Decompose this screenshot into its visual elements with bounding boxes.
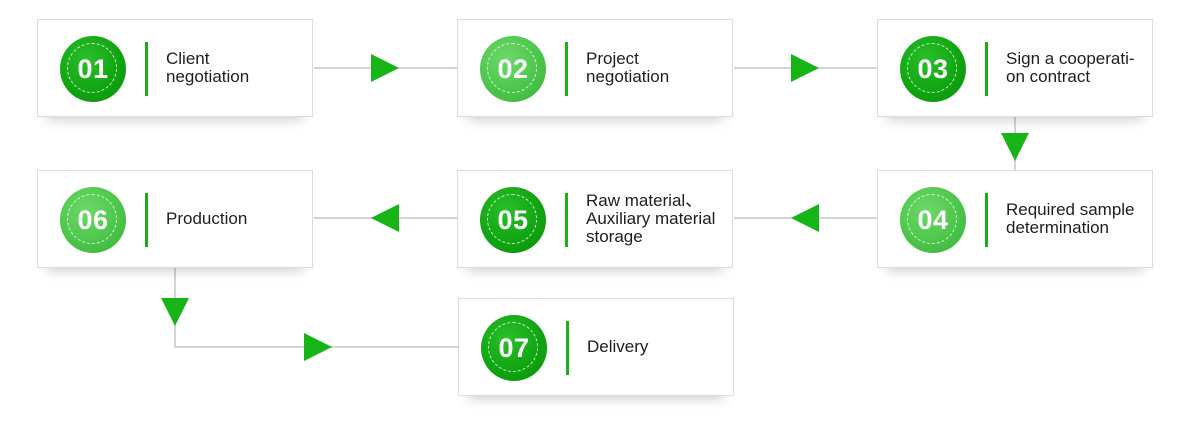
arrow-left-icon xyxy=(791,204,819,232)
step-number-badge: 04 xyxy=(900,187,966,253)
step-card-03: 03 Sign a cooperati- on contract xyxy=(877,19,1153,117)
step-number-badge: 06 xyxy=(60,187,126,253)
step-number-badge: 02 xyxy=(480,36,546,102)
step-number: 01 xyxy=(77,53,109,84)
connector-line-06-07 xyxy=(174,268,458,348)
arrow-down-icon xyxy=(1001,133,1029,161)
step-label-line: Required sample xyxy=(1006,200,1135,219)
step-divider xyxy=(145,193,148,247)
step-card-06: 06 Production xyxy=(37,170,313,268)
step-divider xyxy=(566,321,569,375)
step-card-01: 01 Client negotiation xyxy=(37,19,313,117)
step-divider xyxy=(145,42,148,96)
step-label-line: storage xyxy=(586,227,643,246)
step-label-line: determination xyxy=(1006,218,1110,237)
step-label: Delivery xyxy=(587,299,725,395)
step-label-line: Raw material、 xyxy=(586,191,703,210)
step-label-line: negotiation xyxy=(586,67,670,86)
step-card-05: 05 Raw material、 Auxiliary material stor… xyxy=(457,170,733,268)
step-number: 02 xyxy=(497,53,529,84)
arrow-down-icon xyxy=(161,298,189,326)
step-label-line: on contract xyxy=(1006,67,1091,86)
step-number: 03 xyxy=(917,53,949,84)
arrow-left-icon xyxy=(371,204,399,232)
step-number-badge: 07 xyxy=(481,315,547,381)
step-label: Client negotiation xyxy=(166,20,304,116)
step-number-badge: 05 xyxy=(480,187,546,253)
step-label-line: Sign a cooperati- xyxy=(1006,49,1135,68)
step-number-badge: 03 xyxy=(900,36,966,102)
step-card-02: 02 Project negotiation xyxy=(457,19,733,117)
step-number: 05 xyxy=(497,204,529,235)
step-divider xyxy=(985,42,988,96)
step-number: 07 xyxy=(498,332,530,363)
step-label-line: Delivery xyxy=(587,337,649,356)
step-divider xyxy=(985,193,988,247)
step-label-line: Client xyxy=(166,49,210,68)
step-card-07: 07 Delivery xyxy=(458,298,734,396)
step-divider xyxy=(565,193,568,247)
arrow-right-icon xyxy=(791,54,819,82)
step-label: Production xyxy=(166,171,304,267)
step-label-line: Auxiliary material xyxy=(586,209,716,228)
step-label: Sign a cooperati- on contract xyxy=(1006,20,1144,116)
step-label: Project negotiation xyxy=(586,20,724,116)
step-number: 06 xyxy=(77,204,109,235)
step-card-04: 04 Required sample determination xyxy=(877,170,1153,268)
arrow-right-icon xyxy=(304,333,332,361)
step-label-line: negotiation xyxy=(166,67,250,86)
step-label: Required sample determination xyxy=(1006,171,1144,267)
step-label: Raw material、 Auxiliary material storage xyxy=(586,171,724,267)
step-number: 04 xyxy=(917,204,949,235)
step-number-badge: 01 xyxy=(60,36,126,102)
arrow-right-icon xyxy=(371,54,399,82)
step-label-line: Production xyxy=(166,209,248,228)
step-divider xyxy=(565,42,568,96)
step-label-line: Project xyxy=(586,49,639,68)
